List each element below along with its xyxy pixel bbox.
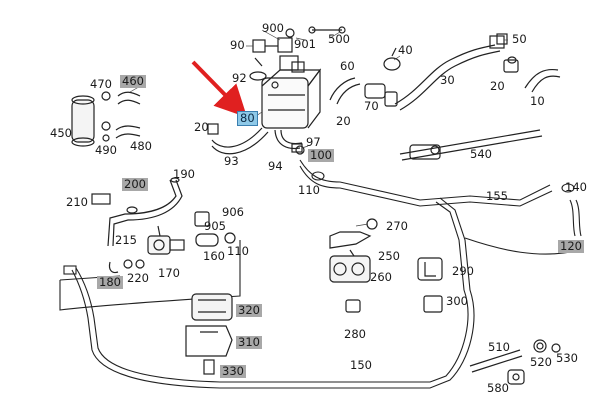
filter-450 bbox=[71, 91, 141, 147]
callout-155[interactable]: 155 bbox=[486, 189, 508, 203]
callout-92[interactable]: 92 bbox=[232, 71, 247, 85]
callout-460[interactable]: 460 bbox=[120, 74, 146, 88]
pipe-155 bbox=[299, 159, 582, 237]
callout-580[interactable]: 580 bbox=[487, 381, 509, 395]
purge-valve bbox=[249, 28, 295, 81]
callout-97[interactable]: 97 bbox=[306, 135, 321, 149]
clamp-40 bbox=[383, 47, 401, 71]
callout-170[interactable]: 170 bbox=[158, 266, 180, 280]
callout-10[interactable]: 10 bbox=[530, 94, 545, 108]
callout-30[interactable]: 30 bbox=[440, 73, 455, 87]
callout-140[interactable]: 140 bbox=[565, 180, 587, 194]
callout-470[interactable]: 470 bbox=[90, 77, 112, 91]
callout-520[interactable]: 520 bbox=[530, 355, 552, 369]
callout-20-left[interactable]: 20 bbox=[194, 120, 209, 134]
bracket-310 bbox=[185, 293, 233, 375]
charcoal-canister bbox=[261, 55, 322, 129]
hose-10 bbox=[496, 33, 561, 93]
callout-150[interactable]: 150 bbox=[350, 358, 372, 372]
callout-20-center[interactable]: 20 bbox=[336, 114, 351, 128]
callout-80-selected[interactable]: 80 bbox=[237, 111, 258, 126]
callout-330[interactable]: 330 bbox=[220, 364, 246, 378]
callout-450[interactable]: 450 bbox=[50, 126, 72, 140]
callout-220[interactable]: 220 bbox=[127, 271, 149, 285]
callout-160[interactable]: 160 bbox=[203, 249, 225, 263]
callout-530[interactable]: 530 bbox=[556, 351, 578, 365]
callout-93[interactable]: 93 bbox=[224, 154, 239, 168]
callout-40[interactable]: 40 bbox=[398, 43, 413, 57]
callout-901[interactable]: 901 bbox=[294, 37, 316, 51]
callout-180[interactable]: 180 bbox=[97, 275, 123, 289]
callout-290[interactable]: 290 bbox=[452, 264, 474, 278]
hose-93 bbox=[207, 123, 305, 155]
callout-50[interactable]: 50 bbox=[512, 32, 527, 46]
callout-310[interactable]: 310 bbox=[236, 335, 262, 349]
callout-20-right[interactable]: 20 bbox=[490, 79, 505, 93]
callout-900[interactable]: 900 bbox=[262, 21, 284, 35]
callout-260[interactable]: 260 bbox=[370, 270, 392, 284]
callout-110-left[interactable]: 110 bbox=[227, 244, 249, 258]
callout-320[interactable]: 320 bbox=[236, 303, 262, 317]
callout-60[interactable]: 60 bbox=[340, 59, 355, 73]
valve-assembly-170 bbox=[108, 211, 236, 274]
tube-510 bbox=[469, 339, 561, 385]
callout-210[interactable]: 210 bbox=[66, 195, 88, 209]
callout-905[interactable]: 905 bbox=[204, 219, 226, 233]
callout-215[interactable]: 215 bbox=[115, 233, 137, 247]
bracket-290 bbox=[345, 257, 443, 313]
callout-540[interactable]: 540 bbox=[470, 147, 492, 161]
callout-300[interactable]: 300 bbox=[446, 294, 468, 308]
callout-100[interactable]: 100 bbox=[308, 148, 334, 162]
pointer-arrow bbox=[191, 60, 248, 118]
callout-90[interactable]: 90 bbox=[230, 38, 245, 52]
callout-906[interactable]: 906 bbox=[222, 205, 244, 219]
callout-200[interactable]: 200 bbox=[122, 177, 148, 191]
callout-280[interactable]: 280 bbox=[344, 327, 366, 341]
callout-190[interactable]: 190 bbox=[173, 167, 195, 181]
callout-490[interactable]: 490 bbox=[95, 143, 117, 157]
callout-94[interactable]: 94 bbox=[268, 159, 283, 173]
callout-70[interactable]: 70 bbox=[364, 99, 379, 113]
fitting-500 bbox=[308, 26, 346, 34]
fuel-line-150 bbox=[63, 197, 475, 389]
callout-500[interactable]: 500 bbox=[328, 32, 350, 46]
callout-480[interactable]: 480 bbox=[130, 139, 152, 153]
callout-510[interactable]: 510 bbox=[488, 340, 510, 354]
callout-120[interactable]: 120 bbox=[558, 239, 584, 253]
rod-540 bbox=[399, 129, 543, 161]
elbow-hose-60 bbox=[329, 77, 398, 107]
hose-190 bbox=[91, 177, 183, 247]
callout-250[interactable]: 250 bbox=[378, 249, 400, 263]
callout-270[interactable]: 270 bbox=[386, 219, 408, 233]
callout-110-top[interactable]: 110 bbox=[298, 183, 320, 197]
